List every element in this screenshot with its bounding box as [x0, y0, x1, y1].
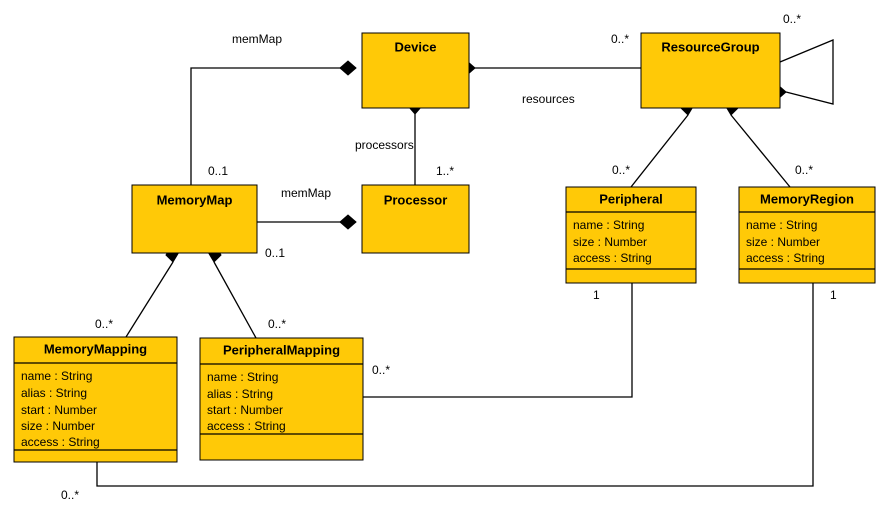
class-memoryregion-name: MemoryRegion	[760, 191, 854, 206]
class-peripheral-attr-0: name : String	[573, 218, 644, 232]
diamond-device-memmap	[339, 60, 357, 76]
edge-label-layer: memMap resources processors memMap	[232, 32, 575, 200]
mult-resourcegroup-self-top: 0..*	[783, 12, 801, 26]
class-memoryregion-attr-1: size : Number	[746, 235, 820, 249]
edge-label-memmap-processor: memMap	[281, 186, 331, 200]
class-processor-name: Processor	[384, 192, 448, 207]
class-memorymapping-name: MemoryMapping	[44, 341, 147, 356]
mult-memorymap-device: 0..1	[208, 164, 228, 178]
class-processor[interactable]: Processor	[361, 184, 470, 254]
mult-memorymapping-top: 0..*	[95, 317, 113, 331]
class-resourcegroup-name: ResourceGroup	[661, 39, 759, 54]
class-peripheralmapping-attr-2: start : Number	[207, 403, 283, 417]
class-peripheralmapping-attr-1: alias : String	[207, 387, 273, 401]
class-resourcegroup-rect	[640, 32, 781, 109]
edge-label-processors: processors	[355, 138, 414, 152]
edge-label-resources: resources	[522, 92, 575, 106]
class-peripheralmapping-attr-3: access : String	[207, 419, 286, 433]
mult-memorymapping-bottom: 0..*	[61, 488, 79, 502]
class-memoryregion[interactable]: MemoryRegion name : String size : Number…	[738, 186, 876, 284]
edge-memorymap-peripheralmapping	[213, 261, 257, 339]
class-processor-rect	[361, 184, 470, 254]
class-memoryregion-rect	[738, 186, 876, 284]
edge-memorymap-memorymapping	[125, 261, 174, 338]
diamond-processor-memmap	[339, 214, 357, 230]
mult-peripheralmapping-right: 0..*	[372, 363, 390, 377]
edge-resourcegroup-self	[779, 39, 834, 105]
class-memorymap[interactable]: MemoryMap	[131, 184, 258, 254]
mult-peripheral-bottom: 1	[593, 288, 600, 302]
class-memoryregion-attr-2: access : String	[746, 251, 825, 265]
mult-resourcegroup-memoryregion: 0..*	[795, 163, 813, 177]
class-peripheral-name: Peripheral	[599, 191, 663, 206]
class-peripheralmapping[interactable]: PeripheralMapping name : String alias : …	[199, 337, 364, 461]
class-device[interactable]: Device	[361, 32, 470, 109]
class-memorymapping-attr-4: access : String	[21, 435, 100, 449]
edge-resourcegroup-memoryregion	[730, 114, 791, 188]
mult-device-resourcegroup: 0..*	[611, 32, 629, 46]
edge-memorymapping-memoryregion	[96, 283, 814, 487]
edge-device-memorymap	[190, 67, 356, 185]
mult-processor-device: 1..*	[436, 164, 454, 178]
class-memorymapping-rect	[13, 336, 178, 463]
edge-label-memmap-device: memMap	[232, 32, 282, 46]
mult-resourcegroup-peripheral: 0..*	[612, 163, 630, 177]
class-peripheralmapping-name: PeripheralMapping	[223, 342, 340, 357]
mult-memoryregion-bottom: 1	[830, 288, 837, 302]
class-device-name: Device	[395, 39, 437, 54]
class-memoryregion-attr-0: name : String	[746, 218, 817, 232]
class-device-rect	[361, 32, 470, 109]
class-memorymapping-attr-1: alias : String	[21, 386, 87, 400]
mult-peripheralmapping-top: 0..*	[268, 317, 286, 331]
edge-peripheralmapping-peripheral	[363, 283, 633, 398]
multiplicity-layer: 0..* 0..* 0..1 1..* 0..* 0..* 0..1 1 1 0…	[61, 12, 837, 502]
class-memorymapping-attr-2: start : Number	[21, 403, 97, 417]
class-peripheralmapping-rect	[199, 337, 364, 461]
class-peripheral-attr-2: access : String	[573, 251, 652, 265]
edge-resourcegroup-peripheral	[630, 114, 689, 188]
class-peripheral-rect	[565, 186, 697, 284]
class-memorymapping-attr-3: size : Number	[21, 419, 95, 433]
class-peripheral-attr-1: size : Number	[573, 235, 647, 249]
class-peripheralmapping-attr-0: name : String	[207, 370, 278, 384]
class-memorymapping[interactable]: MemoryMapping name : String alias : Stri…	[13, 336, 178, 463]
mult-memorymap-processor: 0..1	[265, 246, 285, 260]
class-memorymap-rect	[131, 184, 258, 254]
class-resourcegroup[interactable]: ResourceGroup	[640, 32, 781, 109]
class-memorymapping-attr-0: name : String	[21, 369, 92, 383]
class-peripheral[interactable]: Peripheral name : String size : Number a…	[565, 186, 697, 284]
class-memorymap-name: MemoryMap	[157, 192, 233, 207]
